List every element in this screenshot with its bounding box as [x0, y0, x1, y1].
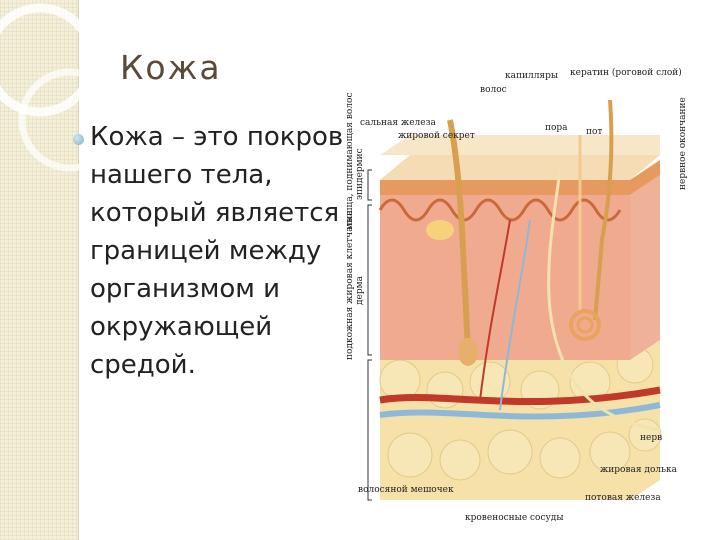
label-nerve: нерв — [640, 433, 662, 443]
label-sebaceous-gland: сальная железа — [360, 118, 436, 128]
label-hair-follicle: волосяной мешочек — [358, 485, 454, 495]
label-sweat: пот — [586, 127, 602, 137]
label-sweat-gland: потовая железа — [585, 493, 661, 503]
label-hair-muscle: мышца, поднимающая волос — [345, 93, 355, 231]
label-keratin: кератин (роговой слой) — [570, 67, 682, 78]
label-blood-vessels: кровеносные сосуды — [465, 513, 564, 523]
label-pore: пора — [545, 123, 568, 133]
skin-cross-section-diagram: кератин (роговой слой) капилляры волос с… — [340, 60, 700, 530]
sebaceous-gland — [426, 220, 454, 240]
label-subcutaneous: подкожная жировая клетчатка — [345, 210, 355, 360]
label-fat-secretion: жировой секрет — [398, 131, 475, 141]
skin-surface — [380, 155, 660, 180]
bullet-icon — [73, 134, 84, 145]
label-hair: волос — [480, 85, 507, 95]
label-fat-lobule: жировая долька — [600, 465, 678, 475]
label-capillaries: капилляры — [505, 71, 558, 81]
label-epidermis: эпидермис — [355, 148, 365, 200]
label-dermis: дерма — [355, 275, 365, 305]
slide-body-text: Кожа – это покров нашего тела, который я… — [90, 118, 350, 384]
hair-follicle-bulb — [458, 338, 478, 366]
slide-title: Кожа — [120, 48, 222, 87]
label-nerve-ending: нервное окончание — [678, 97, 688, 190]
